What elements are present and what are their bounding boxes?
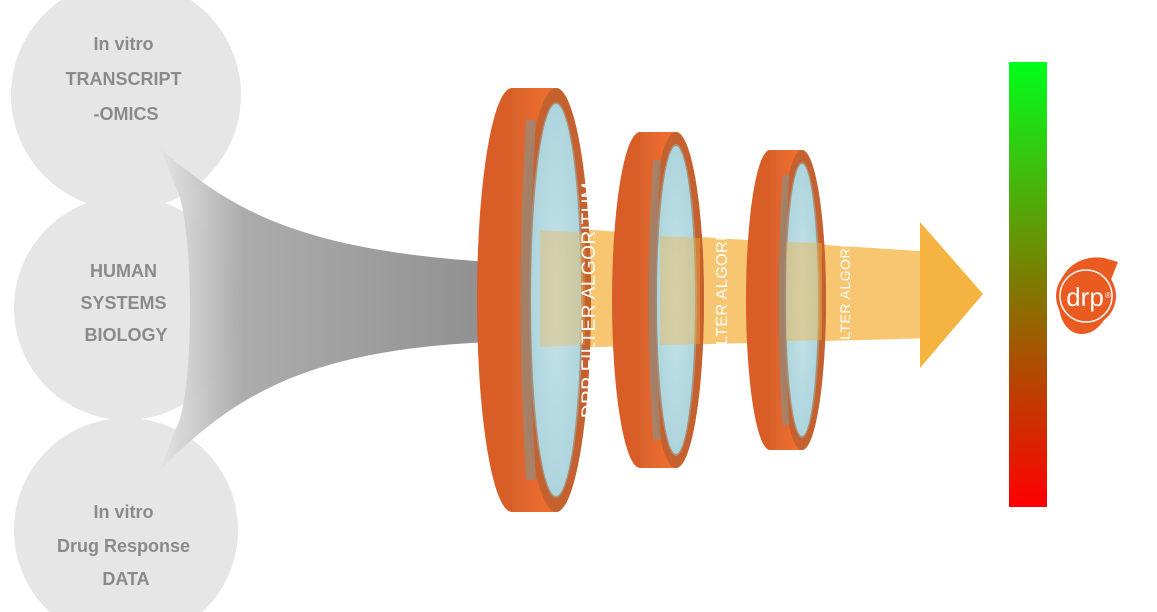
source-circle-systems-biology: [14, 196, 238, 420]
source-circle-drug-response: [14, 418, 238, 612]
filter-3: DRP FILTER ALGORITHM: [746, 150, 853, 450]
filter-2-label: DRP FILTER ALGORITHM: [714, 200, 731, 401]
drp-logo: drp ®: [1056, 257, 1118, 334]
filter-2: DRP FILTER ALGORITHM: [612, 132, 731, 468]
filter-1: DRP FILTER ALGORITHM: [477, 88, 600, 512]
arrow-head: [920, 222, 983, 368]
source-label-systems-biology: HUMAN SYSTEMS BIOLOGY: [80, 261, 171, 345]
source-circle-transcriptomics: [11, 0, 241, 210]
source-labels: In vitro TRANSCRIPT -OMICS HUMAN SYSTEMS…: [57, 34, 195, 589]
source-label-transcriptomics: In vitro TRANSCRIPT -OMICS: [65, 34, 186, 124]
response-scale-bar: [1009, 62, 1047, 507]
source-label-drug-response: In vitro Drug Response DATA: [57, 502, 195, 589]
drp-logo-registered: ®: [1105, 291, 1111, 300]
data-funnel: [160, 148, 490, 470]
filter-1-label: DRP FILTER ALGORITHM: [579, 182, 600, 418]
drp-logo-text: drp: [1066, 282, 1104, 312]
filter-3-label: DRP FILTER ALGORITHM: [837, 212, 853, 389]
source-circles: [11, 0, 241, 612]
